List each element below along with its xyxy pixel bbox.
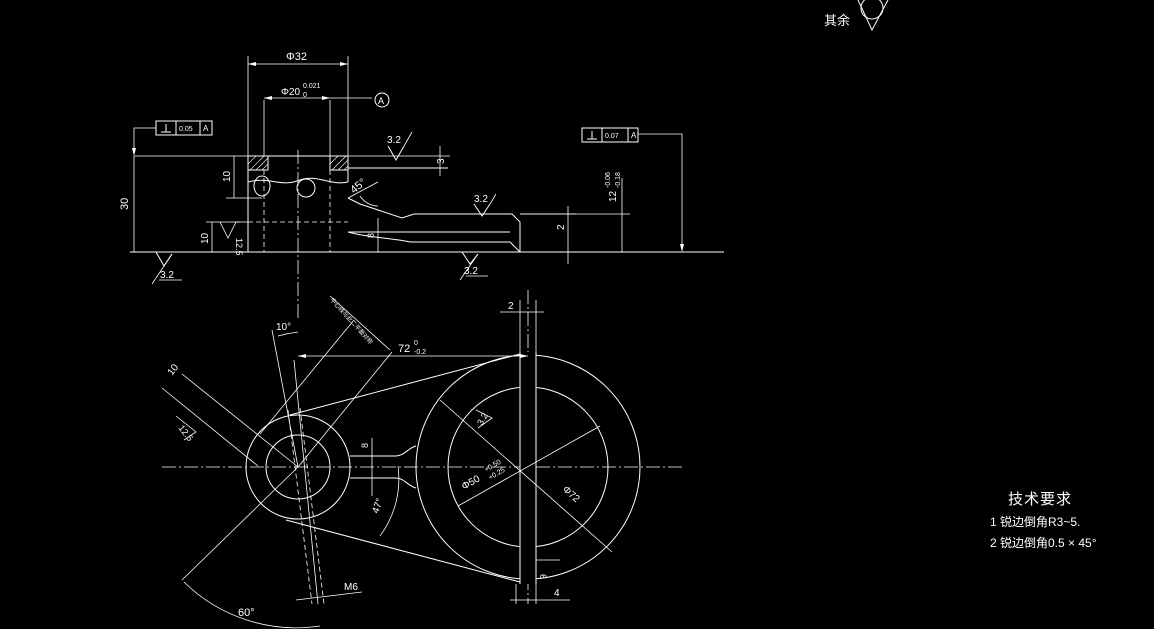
- tech-item-1: 1 锐边倒角R3~5.: [990, 515, 1081, 529]
- dim-72-tol-lower: -0.2: [414, 349, 426, 356]
- dim-8: 8: [366, 233, 376, 238]
- dim-6: 6: [538, 574, 548, 579]
- gdt-right-tol: 0.07: [605, 133, 619, 140]
- gdt-right-datum: A: [631, 131, 637, 140]
- dim-60: 60°: [238, 607, 255, 619]
- dim-10: 10: [166, 362, 182, 378]
- hatch-right: [329, 155, 349, 171]
- dim-47: 47°: [370, 497, 386, 515]
- dim-72: 72: [398, 343, 410, 355]
- dim-bore: Φ20: [281, 87, 301, 98]
- gdt-left-datum: A: [203, 124, 209, 133]
- plan-dim-2: 2: [508, 301, 514, 312]
- dim-height-total: 30: [119, 198, 131, 210]
- plan-rough-12-5: 12.5: [176, 423, 195, 443]
- note-leader: 中心线与此二平面对称: [329, 296, 375, 346]
- dim-bottom-10: 10: [200, 232, 211, 244]
- plan-view: 中心线与此二平面对称 10° 10 12.5 72 0 -0.2 2 8 47°…: [161, 290, 684, 629]
- technical-requirements: 技术要求 1 锐边倒角R3~5. 2 锐边倒角0.5 × 45°: [990, 488, 1097, 551]
- dim-12-tol-upper: -0.06: [605, 172, 612, 188]
- dim-12: 12: [608, 190, 619, 202]
- rough-12-5: 12.5: [234, 238, 244, 256]
- gdt-left-tol: 0.05: [179, 126, 193, 133]
- dim-bore-tol-lower: 0: [303, 92, 307, 99]
- dim-3: 3: [436, 158, 447, 164]
- thread-m6: M6: [344, 582, 358, 593]
- dim-phi50: Φ50: [460, 473, 482, 492]
- dim-4: 4: [554, 588, 560, 599]
- dim-bore-tol-upper: 0.021: [303, 83, 321, 90]
- dim-top-10: 10: [222, 170, 233, 182]
- boss-outer: [245, 414, 351, 520]
- corner-note: 其余: [824, 13, 851, 28]
- rough-3-2-top: 3.2: [387, 135, 401, 146]
- datum-a-label: A: [378, 96, 384, 106]
- gdt-right-frame: [581, 127, 639, 143]
- rough-3-2-arm: 3.2: [474, 194, 488, 205]
- datum-a-symbol: [374, 92, 390, 108]
- hatch-left: [247, 155, 269, 171]
- section-view: 45° Φ32 Φ20 0.021 0 A 0.05 A 30 10: [119, 51, 724, 318]
- default-roughness-symbol: [857, 0, 889, 32]
- boss-bore: [265, 434, 331, 500]
- rough-3-2-base-right: 3.2: [464, 266, 478, 277]
- dim-angle-10: 10°: [276, 322, 291, 333]
- tech-item-2: 2 锐边倒角0.5 × 45°: [990, 536, 1097, 550]
- tech-title: 技术要求: [1008, 491, 1073, 508]
- dim-outer-dia: Φ32: [286, 51, 307, 63]
- dim-12-tol-lower: -0.18: [615, 172, 622, 188]
- dim-72-tol-upper: 0: [414, 340, 418, 347]
- dim-2: 2: [556, 224, 567, 230]
- plan-dim-8: 8: [360, 443, 370, 448]
- dim-phi72: Φ72: [560, 484, 582, 505]
- plan-rough-3-2: 3.2: [475, 411, 490, 427]
- chamfer-angle-label: 45°: [348, 176, 368, 196]
- rough-3-2-base-left: 3.2: [160, 270, 174, 281]
